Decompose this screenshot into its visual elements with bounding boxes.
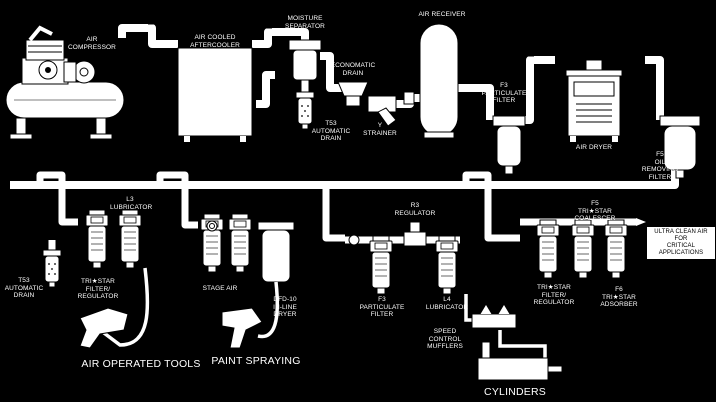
label-air-operated-tools: AIR OPERATED TOOLS [81, 358, 201, 370]
label-cylinders: CYLINDERS [484, 386, 546, 398]
label-f5-oil-removing-filter: F5 OIL REMOVING FILTER [641, 151, 679, 181]
air-compressor-icon [5, 25, 125, 140]
label-air-receiver: AIR RECEIVER [418, 11, 466, 18]
label-l3-lubricator: L3 LUBRICATOR [110, 196, 153, 211]
speed-control-valve-icon [471, 303, 517, 329]
spray-gun-icon [221, 307, 263, 349]
label-y-strainer: Y STRAINER [363, 122, 397, 137]
aftercooler-icon [177, 47, 253, 142]
outlet-arrow [636, 218, 646, 226]
y-strainer-icon [367, 91, 415, 127]
label-ultra-clean-air: ULTRA CLEAN AIR FOR CRITICAL APPLICATION… [646, 226, 716, 260]
label-f3-particulate-filter-top: F3 PARTICULATE FILTER [481, 82, 527, 104]
air-dryer-icon [565, 59, 623, 142]
label-t53-automatic-drain-top: T53 AUTOMATIC DRAIN [311, 120, 351, 142]
stage-air-group [200, 213, 295, 283]
label-dfd10-inline-dryer: DFD-10 IN-LINE DRYER [273, 296, 297, 318]
label-f6-tristar-adsorber: F6 TRI★STAR ADSORBER [600, 286, 638, 308]
label-moisture-separator: MOISTURE SEPARATOR [285, 15, 325, 30]
label-paint-spraying: PAINT SPRAYING [211, 355, 301, 367]
label-tristar-filter-regulator-left: TRI★STAR FILTER/ REGULATOR [77, 278, 119, 300]
label-air-compressor: AIR COMPRESSOR [68, 36, 116, 51]
air-tool-icon [79, 307, 129, 349]
label-air-dryer: AIR DRYER [575, 144, 613, 151]
right-frl-group [536, 219, 628, 279]
f3-particulate-filter-top-icon [492, 115, 526, 175]
left-frl-group [42, 209, 142, 288]
label-f3-particulate-filter-bottom: F3 PARTICULATE FILTER [359, 296, 405, 318]
air-receiver-icon [419, 23, 459, 139]
middle-frl-group [348, 221, 459, 295]
label-f5-tristar-coalescer: F5 TRI★STAR COALESCER [574, 200, 616, 222]
label-r3-regulator: R3 REGULATOR [394, 202, 436, 217]
f5-oil-removing-filter-icon [659, 115, 701, 179]
label-t53-automatic-drain-left: T53 AUTOMATIC DRAIN [4, 277, 44, 299]
economatic-drain-icon [337, 81, 369, 107]
label-economatic-drain: ECONOMATIC DRAIN [330, 62, 376, 77]
moisture-separator-icon [288, 39, 322, 130]
label-air-cooled-aftercooler: AIR COOLED AFTERCOOLER [190, 34, 240, 49]
label-tristar-filter-regulator-right: TRI★STAR FILTER/ REGULATOR [533, 284, 575, 306]
label-stage-air: STAGE AIR [202, 285, 238, 292]
label-l4-lubricator: L4 LUBRICATOR [425, 296, 469, 311]
label-speed-control-mufflers: SPEED CONTROL MUFFLERS [427, 328, 463, 350]
cylinder-icon [477, 341, 563, 381]
